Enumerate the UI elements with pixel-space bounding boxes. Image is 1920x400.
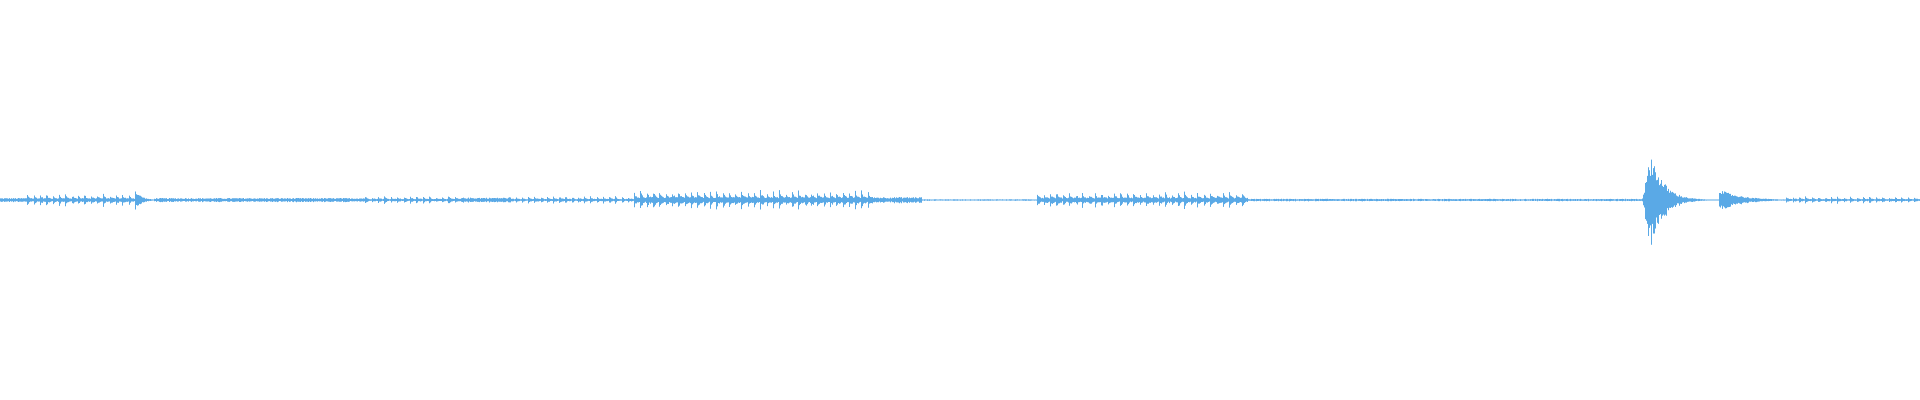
waveform-trace — [0, 159, 1920, 245]
